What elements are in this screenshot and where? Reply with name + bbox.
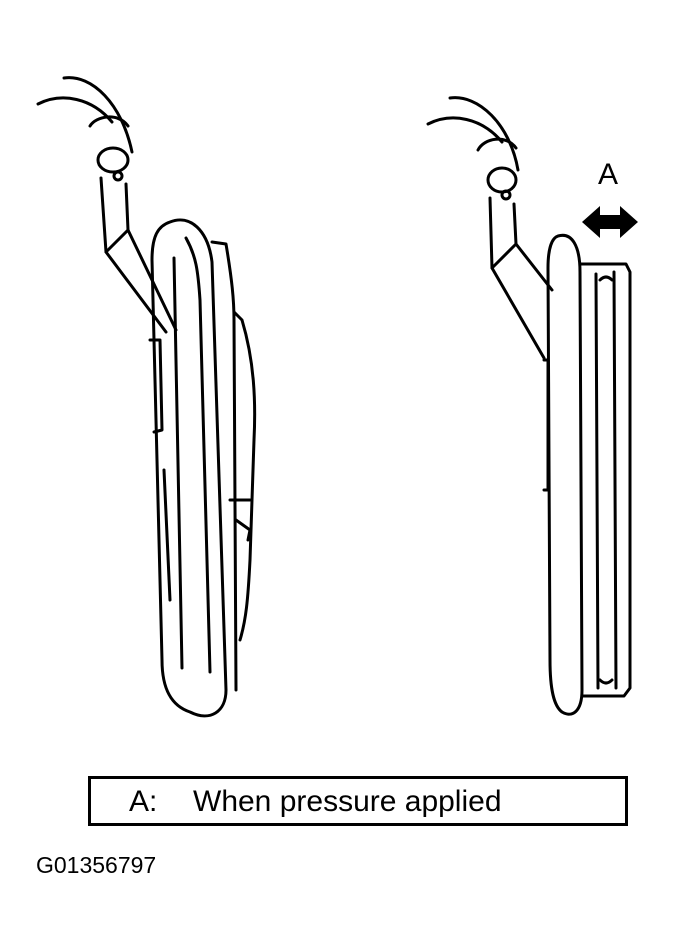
legend-box: A: When pressure applied <box>88 776 628 826</box>
legend-text: When pressure applied <box>193 785 502 818</box>
clutch-release-fork-pressed-icon <box>426 96 632 716</box>
clutch-release-fork-normal-icon <box>36 76 257 718</box>
double-headed-arrow-icon <box>582 206 638 238</box>
legend-key: A: <box>129 785 158 818</box>
figure-id: G01356797 <box>36 852 157 878</box>
arrow-label: A <box>598 158 619 191</box>
